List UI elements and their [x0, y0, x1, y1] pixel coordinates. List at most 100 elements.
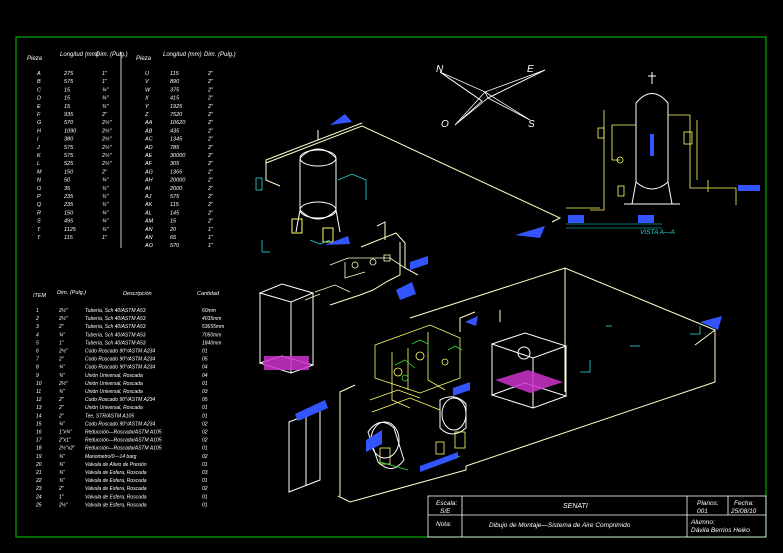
items-cell: 01	[202, 494, 208, 500]
pieces-cell-left: G	[37, 120, 42, 126]
items-cell: Valvula de Esfera, Roscada	[85, 494, 147, 500]
items-cell: 53655mm	[202, 324, 224, 330]
items-cell: ¾"	[59, 365, 65, 371]
pieces-cell-left: 2½"	[101, 136, 113, 143]
pieces-cell-left: 235	[63, 194, 74, 200]
pieces-cell-left: 1"	[102, 235, 108, 241]
pieces-cell-right: 10620	[170, 120, 186, 126]
right-side-fittings	[580, 325, 701, 373]
pieces-cell-left: 35	[64, 186, 71, 192]
pieces-header-length-right: Longitud (mm)	[163, 52, 202, 58]
pieces-cell-right: 115	[170, 202, 180, 208]
pieces-cell-right: AB	[144, 128, 153, 134]
upper-pipe-accent	[330, 114, 352, 125]
pieces-cell-right: 30000	[170, 153, 186, 159]
items-cell: 16	[36, 430, 42, 436]
compass-s-label: S	[528, 119, 535, 130]
pieces-cell-right: AL	[144, 210, 152, 216]
pieces-cell-left: 1"	[102, 71, 108, 77]
items-cell: 1"x¾"	[59, 430, 72, 436]
title-alumno-label: Alumno:	[690, 519, 715, 526]
drawing-border	[15, 36, 767, 538]
pieces-cell-left: 935	[64, 112, 74, 118]
pieces-cell-right: 1345	[170, 137, 183, 143]
pieces-cell-left: 575	[64, 145, 74, 151]
pieces-cell-left: 150	[64, 210, 74, 216]
pieces-cell-left: T	[37, 235, 41, 241]
pieces-cell-right: 2"	[207, 128, 214, 134]
detail-view-piping	[566, 110, 737, 211]
pieces-cell-left: J	[36, 145, 40, 151]
pieces-table: Pieza Longitud (mm) Dim. (Pulg.) Pieza L…	[27, 52, 236, 249]
pieces-cell-left: E	[37, 104, 41, 110]
items-cell: 5	[36, 340, 39, 346]
items-cell: 04	[202, 365, 208, 371]
pieces-cell-left: 575	[64, 153, 74, 159]
items-cell: 11	[36, 389, 41, 395]
items-cell: 10	[36, 381, 42, 387]
items-cell: 2½"	[58, 501, 68, 508]
items-cell: 3	[36, 324, 39, 330]
pieces-cell-right: AD	[144, 145, 153, 151]
pieces-cell-right: AC	[144, 137, 153, 143]
detail-view-base	[566, 223, 662, 229]
items-cell: Valvula de Alivio de Presión	[85, 462, 147, 468]
pieces-cell-left: 1090	[64, 128, 77, 134]
pieces-cell-left: 2½"	[101, 119, 113, 126]
items-cell: 2½"	[58, 307, 68, 314]
items-cell: 17	[36, 438, 42, 444]
pieces-cell-right: 2"	[207, 202, 214, 208]
pieces-cell-left: A	[36, 71, 41, 77]
title-nota-label: Nota:	[436, 521, 452, 528]
pieces-cell-right: 2"	[207, 153, 214, 159]
pieces-cell-right: U	[145, 71, 149, 77]
title-company: SENATI	[563, 503, 588, 510]
pieces-cell-left: 575	[64, 79, 74, 85]
pieces-cell-left: F	[37, 112, 41, 118]
pieces-cell-right: X	[144, 96, 149, 102]
corner-accent-left	[465, 316, 478, 326]
items-cell: Unión Universal, Roscada	[85, 405, 143, 411]
items-cell: 4	[36, 332, 39, 338]
pieces-header-piece-right: Pieza	[136, 56, 152, 62]
title-alumno-value: Dávila Berrios Heiko	[691, 527, 750, 534]
items-cell: Tubería, Sch 40/ASTM A53	[85, 316, 146, 322]
pieces-cell-left: N	[37, 178, 41, 184]
items-cell: 24	[35, 494, 42, 500]
items-cell: Manometro/0—14 barg	[85, 454, 137, 460]
pieces-cell-left: ¾"	[102, 210, 110, 216]
items-cell: Unión Universal, Roscada	[85, 381, 143, 387]
pieces-cell-right: 435	[170, 128, 180, 134]
items-cell: Valvula de Esfera, Roscada	[85, 478, 147, 484]
pieces-cell-right: 1"	[208, 243, 214, 249]
items-cell: 01	[202, 381, 208, 387]
items-cell: Valvula de Esfera, Roscada	[85, 502, 147, 508]
pieces-cell-left: 150	[64, 169, 74, 175]
pieces-cell-right: V	[145, 79, 150, 85]
pieces-cell-right: 2"	[207, 145, 214, 151]
title-block	[427, 495, 767, 538]
door-tag	[295, 400, 328, 421]
items-cell: 12	[36, 397, 42, 403]
pieces-cell-right: 2"	[207, 104, 214, 110]
pieces-cell-right: 1"	[208, 227, 214, 233]
items-cell: 7050mm	[202, 332, 221, 338]
items-cell: 02	[202, 454, 208, 460]
items-cell: 2"x1"	[58, 438, 71, 444]
pieces-cell-left: ¾"	[102, 202, 110, 208]
items-cell: 15	[36, 421, 42, 427]
pieces-cell-right: AM	[144, 219, 154, 225]
pieces-cell-right: 115	[170, 71, 180, 77]
items-cell: Unión Universal, Roscada	[85, 373, 143, 379]
pieces-cell-right: AI	[144, 186, 151, 192]
pieces-cell-left: P	[37, 194, 41, 200]
pieces-cell-left: 15	[64, 96, 71, 102]
items-cell: 01	[202, 413, 208, 419]
pieces-cell-right: 1365	[170, 169, 183, 175]
isometric-piping-main	[265, 122, 716, 503]
items-cell: 6	[36, 349, 39, 355]
items-cell: 7	[36, 357, 39, 363]
pieces-cell-left: R	[37, 210, 41, 216]
